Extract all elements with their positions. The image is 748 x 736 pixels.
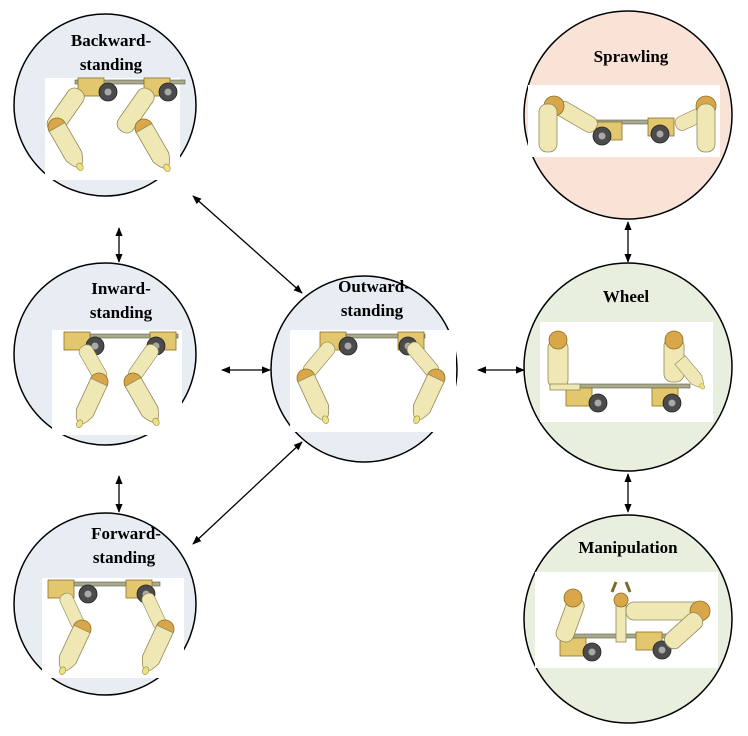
node-label-line1: Outward- [338,277,410,296]
robot-manipulation-illustration [555,581,711,662]
node-sprawling[interactable]: Sprawling [523,10,733,220]
node-label-line1: Inward- [91,279,151,298]
node-label: Sprawling [594,47,669,66]
arrow-forward-outward [192,441,303,545]
robot-forward-standing-illustration [47,579,175,679]
robot-inward-standing-illustration [63,331,179,432]
robot-wheel-mode-illustration [547,330,710,413]
node-label-line2: standing [93,548,156,567]
node-outward-standing[interactable]: Outward- standing [270,275,458,463]
node-backward-standing[interactable]: Backward- standing [13,13,197,197]
node-label: Wheel [603,287,650,306]
node-manipulation[interactable]: Manipulation [523,514,733,724]
robot-outward-standing-illustration [296,331,446,428]
node-label-line1: Forward- [91,524,161,543]
node-label-line2: standing [80,55,143,74]
node-forward-standing[interactable]: Forward- standing [13,512,197,696]
transition-arrows [115,195,632,545]
node-wheel[interactable]: Wheel [523,262,733,472]
node-label: Manipulation [578,538,678,557]
node-label-line2: standing [341,301,404,320]
node-inward-standing[interactable]: Inward- standing [13,262,197,446]
robot-sprawling-illustration [538,95,717,153]
arrow-backward-outward [192,195,303,294]
robot-backward-standing-illustration [43,77,186,177]
node-label-line1: Backward- [71,31,152,50]
node-label-line2: standing [90,303,153,322]
